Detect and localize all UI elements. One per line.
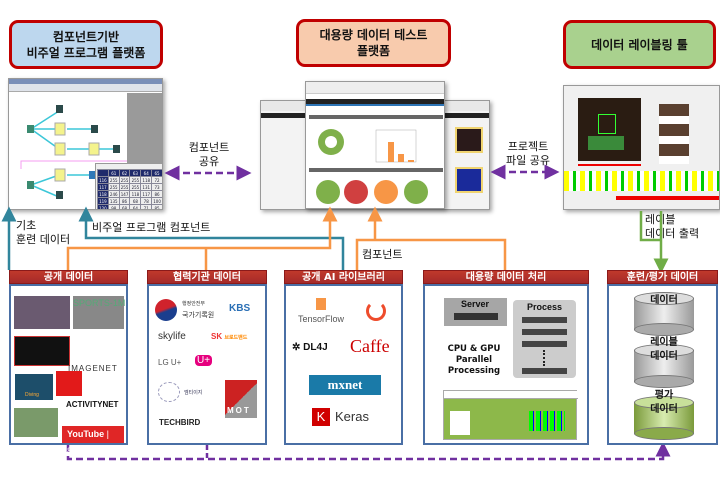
big-data-box: Server Process CPU & GPU Parallel Proces…: [423, 284, 589, 445]
visual-platform-title: 컴포넌트기반 비주얼 프로그램 플랫폼: [9, 20, 163, 69]
database-icon-data: [634, 292, 694, 336]
ai-library-box: TensorFlow ✲ DL4J Caffe mxnet K Keras: [284, 284, 403, 445]
project-share-label: 프로젝트 파일 공유: [506, 140, 550, 167]
activitynet-icon: [56, 371, 82, 396]
lg-uplus-logo: LG U+: [158, 358, 182, 367]
national-archives-label: 국가기록원: [182, 312, 215, 319]
kbs-logo: KBS: [229, 303, 251, 314]
mtg-label: 엠티이지: [184, 390, 203, 396]
teal-line-component: [78, 206, 345, 270]
parallel-processing-label: CPU & GPU Parallel Processing: [447, 344, 501, 376]
process-label: Process: [527, 302, 563, 312]
database-icon-label-data: [634, 344, 694, 388]
visual-program-component-label: 비주얼 프로그램 컴포넌트: [92, 221, 211, 234]
big-data-header: 대용량 데이터 처리: [423, 270, 589, 284]
node-graph: [20, 105, 127, 199]
ai-library-header: 공개 AI 라이브러리: [284, 270, 403, 284]
orange-line-process: [355, 238, 507, 270]
keras-logo: Keras: [335, 409, 369, 424]
gpu-framework-diagram: [443, 390, 578, 440]
caffe-logo: Caffe: [350, 336, 390, 356]
process-block: Process: [513, 300, 576, 378]
keras-icon: K: [312, 408, 330, 426]
component-share-label: 컴포넌트 공유: [188, 141, 230, 168]
basic-training-data-label: 기초 훈련 데이터: [16, 219, 71, 246]
db-label-data: 데이터: [650, 295, 678, 306]
partner-data-header: 협력기관 데이터: [147, 270, 267, 284]
database-icon-eval-data: [634, 396, 694, 440]
labeling-tool-screenshot: [563, 85, 720, 210]
dl4j-logo: ✲ DL4J: [292, 342, 328, 353]
mot-label: MOT: [227, 406, 251, 415]
skylife-logo: skylife: [158, 331, 186, 342]
mtg-brain-icon: [158, 382, 180, 402]
labeling-tool-title: 데이터 레이블링 툴: [563, 20, 716, 69]
imagenet-logo: IMAGENET: [68, 364, 118, 373]
tensorflow-logo: TensorFlow: [298, 314, 345, 324]
sk-broadband-logo: SK 브로드밴드: [211, 332, 248, 341]
green-line-output: [639, 211, 661, 266]
orange-line-data: [66, 206, 338, 270]
charts-preview: [309, 129, 443, 204]
mois-label: 행정안전부: [182, 301, 206, 307]
bottom-purple-dashed: [66, 441, 671, 461]
db-label-eval-data: 평가 데이터: [650, 390, 678, 415]
mot-logo: MOT: [225, 380, 257, 418]
partner-data-box: 행정안전부 국가기록원 KBS skylife SK 브로드밴드 LG U+ U…: [147, 284, 267, 445]
db-label-label-data: 레이블 데이터: [650, 337, 678, 362]
tensorflow-icon: [316, 298, 326, 310]
public-data-header: 공개 데이터: [9, 270, 128, 284]
train-eval-box: 데이터 레이블 데이터 평가 데이터: [607, 284, 718, 445]
youtube-8m-logo: YouTube | 8M: [62, 426, 124, 456]
sports1m-logo: SPORTS-1M: [73, 296, 125, 329]
server-block: Server: [444, 298, 507, 326]
uplus-logo: U+: [195, 355, 213, 366]
activitynet-logo: ACTIVITYNET: [66, 400, 119, 409]
government-emblem: [155, 299, 177, 321]
public-data-box: SPORTS-1M IMAGENET Diving ACTIVITYNET Yo…: [9, 284, 128, 456]
test-platform-title: 대용량 데이터 테스트 플랫폼: [296, 19, 451, 67]
test-platform-front-window: [305, 81, 445, 209]
pytorch-icon: [366, 301, 386, 321]
server-label: Server: [461, 299, 490, 309]
mxnet-logo: mxnet: [309, 375, 381, 395]
techbird-logo: TECHBIRD: [159, 418, 201, 427]
diving-label: Diving: [25, 392, 39, 398]
component-label: 컴포넌트: [362, 248, 403, 261]
train-eval-header: 훈련/평가 데이터: [607, 270, 718, 284]
